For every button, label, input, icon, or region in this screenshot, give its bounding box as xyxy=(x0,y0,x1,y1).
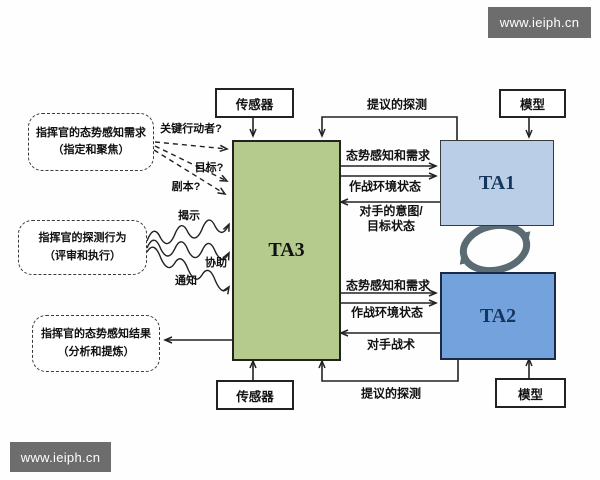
edge-notify-wavy xyxy=(146,246,231,295)
label-key-actors: 关键行动者? xyxy=(160,123,222,135)
commander-probe-line2: （评审和执行） xyxy=(44,249,121,262)
model-bottom-box: 模型 xyxy=(495,378,566,408)
commander-results-line1: 指挥官的态势感知结果 xyxy=(41,328,151,341)
cycle-arrows-icon xyxy=(459,221,531,275)
edge-proposed-probe-bottom xyxy=(318,356,459,382)
ta3-box: TA3 xyxy=(232,140,341,361)
edge-targets xyxy=(154,145,229,182)
commander-probe-bubble: 指挥官的探测行为 （评审和执行） xyxy=(18,220,147,275)
label-notify: 通知 xyxy=(175,275,197,287)
commander-needs-line1: 指挥官的态势感知需求 xyxy=(36,126,146,139)
ta2-box: TA2 xyxy=(440,272,556,360)
label-reveal: 揭示 xyxy=(178,210,200,222)
label-sa-needs-2: 态势感知和需求 xyxy=(345,278,431,293)
sensor-bottom-box: 传感器 xyxy=(216,380,294,410)
label-sa-needs-1: 态势感知和需求 xyxy=(345,148,431,163)
sensor-top-box: 传感器 xyxy=(215,88,294,118)
model-top-box: 模型 xyxy=(499,89,566,118)
commander-results-bubble: 指挥官的态势感知结果 （分析和提炼） xyxy=(32,315,160,372)
watermark-top-right: www.ieiph.cn xyxy=(488,7,591,38)
label-adversary-intent-line1: 对手的意图/ xyxy=(359,204,423,218)
label-assist: 协助 xyxy=(205,257,227,269)
commander-probe-line1: 指挥官的探测行为 xyxy=(38,232,127,245)
edge-assist-wavy xyxy=(146,239,230,261)
commander-needs-bubble: 指挥官的态势感知需求 （指定和聚焦） xyxy=(28,113,154,171)
label-env-state-2: 作战环境状态 xyxy=(350,305,424,320)
edge-proposed-probe-top xyxy=(318,116,458,140)
edge-key-actors xyxy=(154,141,229,153)
label-scripts: 剧本? xyxy=(171,181,201,193)
label-adversary-intent: 对手的意图/目标状态 xyxy=(359,204,422,234)
edge-reveal-wavy xyxy=(146,219,230,245)
label-env-state-1: 作战环境状态 xyxy=(348,179,422,194)
commander-results-line2: （分析和提炼） xyxy=(57,345,135,358)
label-proposed-probe-bottom: 提议的探测 xyxy=(360,386,422,401)
watermark-bottom-left: www.ieiph.cn xyxy=(10,442,111,472)
ta1-box: TA1 xyxy=(440,140,554,226)
edge-scripts xyxy=(153,149,227,196)
label-adversary-intent-line2: 目标状态 xyxy=(366,219,415,233)
label-targets: 目标? xyxy=(194,162,224,174)
label-adversary-tactics: 对手战术 xyxy=(366,337,416,352)
commander-needs-line2: （指定和聚焦） xyxy=(52,144,130,156)
label-proposed-probe-top: 提议的探测 xyxy=(366,97,428,112)
